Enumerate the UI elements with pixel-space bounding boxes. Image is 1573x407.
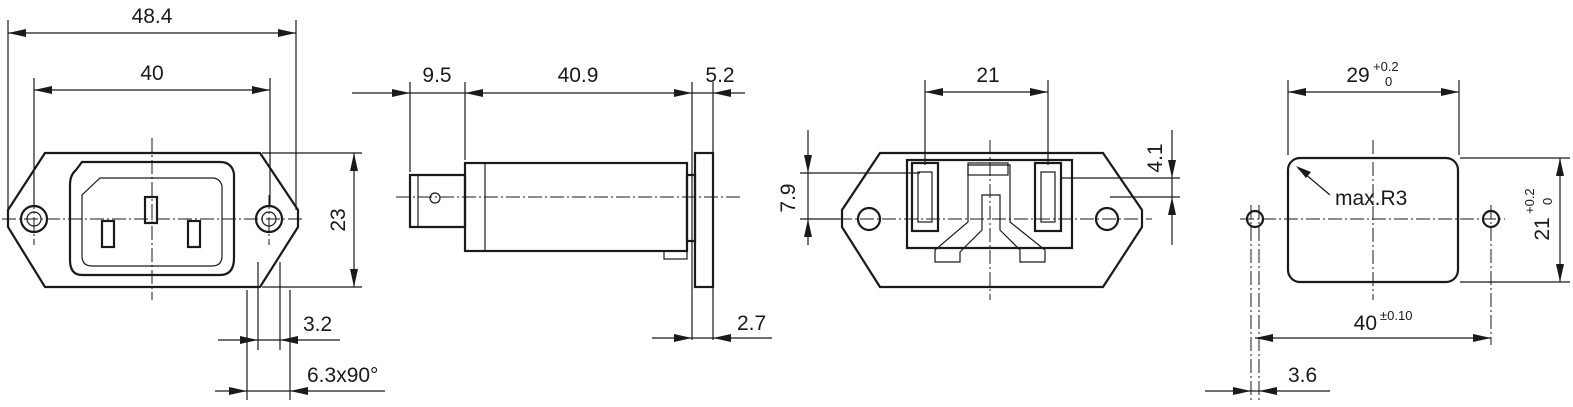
dim-front-height: 23 [327,208,350,231]
dim-front-terminal: 6.3x90° [307,364,378,387]
front-view [2,20,385,400]
dim-cutout-hole-spacing-tol: ±0.10 [1380,308,1412,323]
dim-side-terminal-length: 9.5 [422,64,451,87]
rear-terminal-right [1033,161,1063,233]
dim-cutout-height-tol-lower: 0 [1540,198,1555,205]
dim-front-overall-width: 48.4 [132,5,173,28]
cutout-view [1205,80,1570,400]
dim-rear-offset-right: 4.1 [1144,143,1167,172]
front-pin-left [100,219,116,249]
rear-view [800,80,1180,300]
dim-side-flange: 5.2 [705,64,734,87]
side-body [463,161,689,253]
rear-hole-left [856,206,882,232]
dim-rear-pin-spacing: 21 [976,64,999,87]
dim-rear-offset-left: 7.9 [777,183,800,212]
rear-hole-right [1094,206,1120,232]
dim-cutout-hole-spacing: 40 [1354,312,1377,335]
dim-cutout-width-tol-upper: +0.2 [1373,59,1399,74]
front-pin-right [186,219,202,249]
front-flange-outline [6,151,300,289]
front-socket-inner [81,177,223,267]
dim-cutout-height-tol-upper: +0.2 [1522,188,1537,214]
rear-flange-outline [840,151,1144,289]
dim-side-body-length: 40.9 [558,64,599,87]
dim-cutout-height: 21 [1531,217,1554,240]
dim-front-hole-spacing: 40 [140,62,163,85]
dim-front-flange-thickness: 3.2 [303,313,332,336]
dim-cutout-width-tol-lower: 0 [1385,74,1392,89]
dim-cutout-width: 29 [1346,64,1369,87]
dim-side-panel-gap: 2.7 [737,312,766,335]
side-flange [693,151,715,289]
front-pin-earth [143,195,159,225]
dim-cutout-hole-diameter: 3.6 [1288,364,1317,387]
dim-cutout-radius: max.R3 [1335,187,1407,210]
side-view [352,82,772,342]
front-socket-outer [68,160,236,277]
